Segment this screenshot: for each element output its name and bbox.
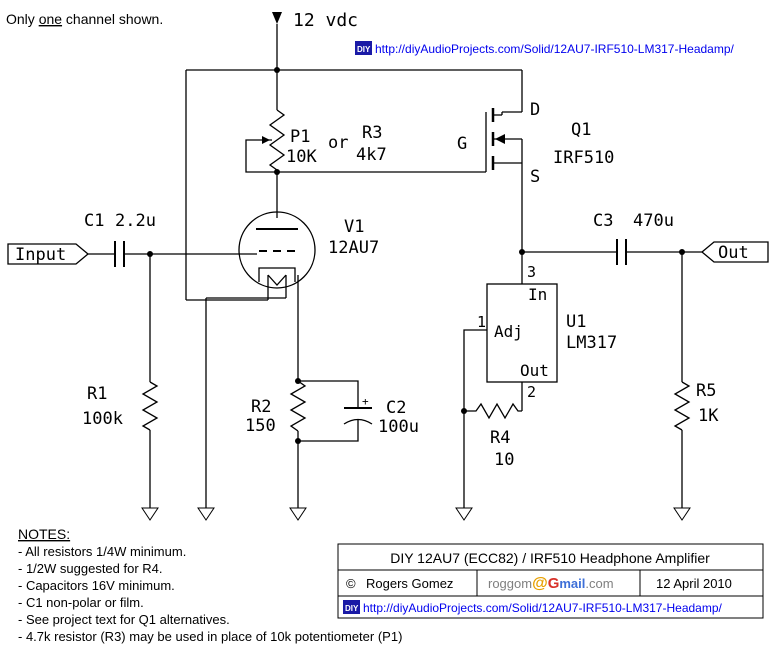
title-block-title: DIY 12AU7 (ECC82) / IRF510 Headphone Amp… [390,550,710,566]
c3-value: 470u [633,211,674,231]
c1-ref: C1 [84,211,104,231]
project-url-bottom[interactable]: http://diyAudioProjects.com/Solid/12AU7-… [363,601,723,615]
r1-value: 100k [82,409,123,429]
c2-polarity: + [362,395,369,408]
note-item: - All resistors 1/4W minimum. [18,544,186,559]
r1-ref: R1 [87,384,107,404]
u1-part: LM317 [566,333,617,353]
r4-value: 10 [494,450,514,470]
wire-c2-bottom [298,419,359,442]
q1-arrow [495,134,505,144]
v1-cathode [258,267,296,282]
r5-resistor [673,381,691,431]
supply-label: 12 vdc [293,10,358,31]
r3-value: 4k7 [356,145,387,165]
copyright-symbol: © [346,576,356,591]
u1-pin-adj: Adj [494,322,523,341]
r5-value: 1K [698,406,719,426]
q1-pin-d: D [530,100,540,120]
u1-ref: U1 [566,312,586,332]
u1-pin-out: Out [520,361,549,380]
output-label: Out [718,243,749,263]
ground-r5 [673,507,691,521]
p1-wiper-wire [245,139,277,173]
p1-wiper-arrow [262,136,270,144]
u1-pin1: 1 [477,313,486,331]
output-port [700,241,769,263]
ground-r2 [289,507,307,521]
ground-adj [455,507,473,521]
r3-ref: R3 [362,123,382,143]
c2-value: 100u [378,417,419,437]
v1-heater [267,274,287,286]
note-item: - 4.7k resistor (R3) may be used in plac… [18,629,402,644]
r4-resistor [464,402,522,420]
diy-logo-bottom-text: DIY [345,604,359,613]
u1-pin-in: In [528,285,547,304]
diy-logo-bottom [343,600,360,614]
r5-ref: R5 [696,381,716,401]
r2-ref: R2 [251,397,271,417]
note-item: - C1 non-polar or film. [18,595,144,610]
p1-resistor [268,109,286,171]
date: 12 April 2010 [656,576,732,591]
diy-logo-top-text: DIY [357,45,371,54]
title-block [337,543,764,619]
u1-pin3: 3 [527,263,536,281]
q1-part: IRF510 [553,148,614,168]
v1-ref: V1 [344,217,364,237]
r4-ref: R4 [490,428,510,448]
or-word: or [328,133,348,153]
r1-resistor [141,381,159,431]
notes-title: NOTES: [18,526,70,542]
project-url-top[interactable]: http://diyAudioProjects.com/Solid/12AU7-… [375,42,735,56]
diy-logo-top [355,41,372,55]
q1-pin-g: G [457,134,467,154]
note-item: - See project text for Q1 alternatives. [18,612,230,627]
ground-heater [197,507,215,521]
c2-ref: C2 [386,398,406,418]
c3-ref: C3 [593,211,613,231]
q1-ref: Q1 [571,120,591,140]
email: roggom@Gmail.com [488,575,614,592]
wire-adj [463,329,487,508]
note-item: - 1/2W suggested for R4. [18,561,163,576]
v1-envelope [238,211,316,289]
note-item: - Capacitors 16V minimum. [18,578,175,593]
author-name: Rogers Gomez [366,576,453,591]
input-label: Input [15,245,66,265]
c1-value: 2.2u [115,211,156,231]
wire-c2-top [298,380,359,408]
channel-note: Only one channel shown. [6,11,163,27]
v1-part: 12AU7 [328,238,379,258]
u1-pin2: 2 [527,383,536,401]
input-port [7,243,90,265]
ground-r1 [141,507,159,521]
supply-arrow [272,12,282,24]
r2-value: 150 [245,416,276,436]
r2-resistor [289,380,307,432]
p1-value: 10K [286,147,317,167]
p1-ref: P1 [290,127,310,147]
q1-pin-s: S [530,167,540,187]
